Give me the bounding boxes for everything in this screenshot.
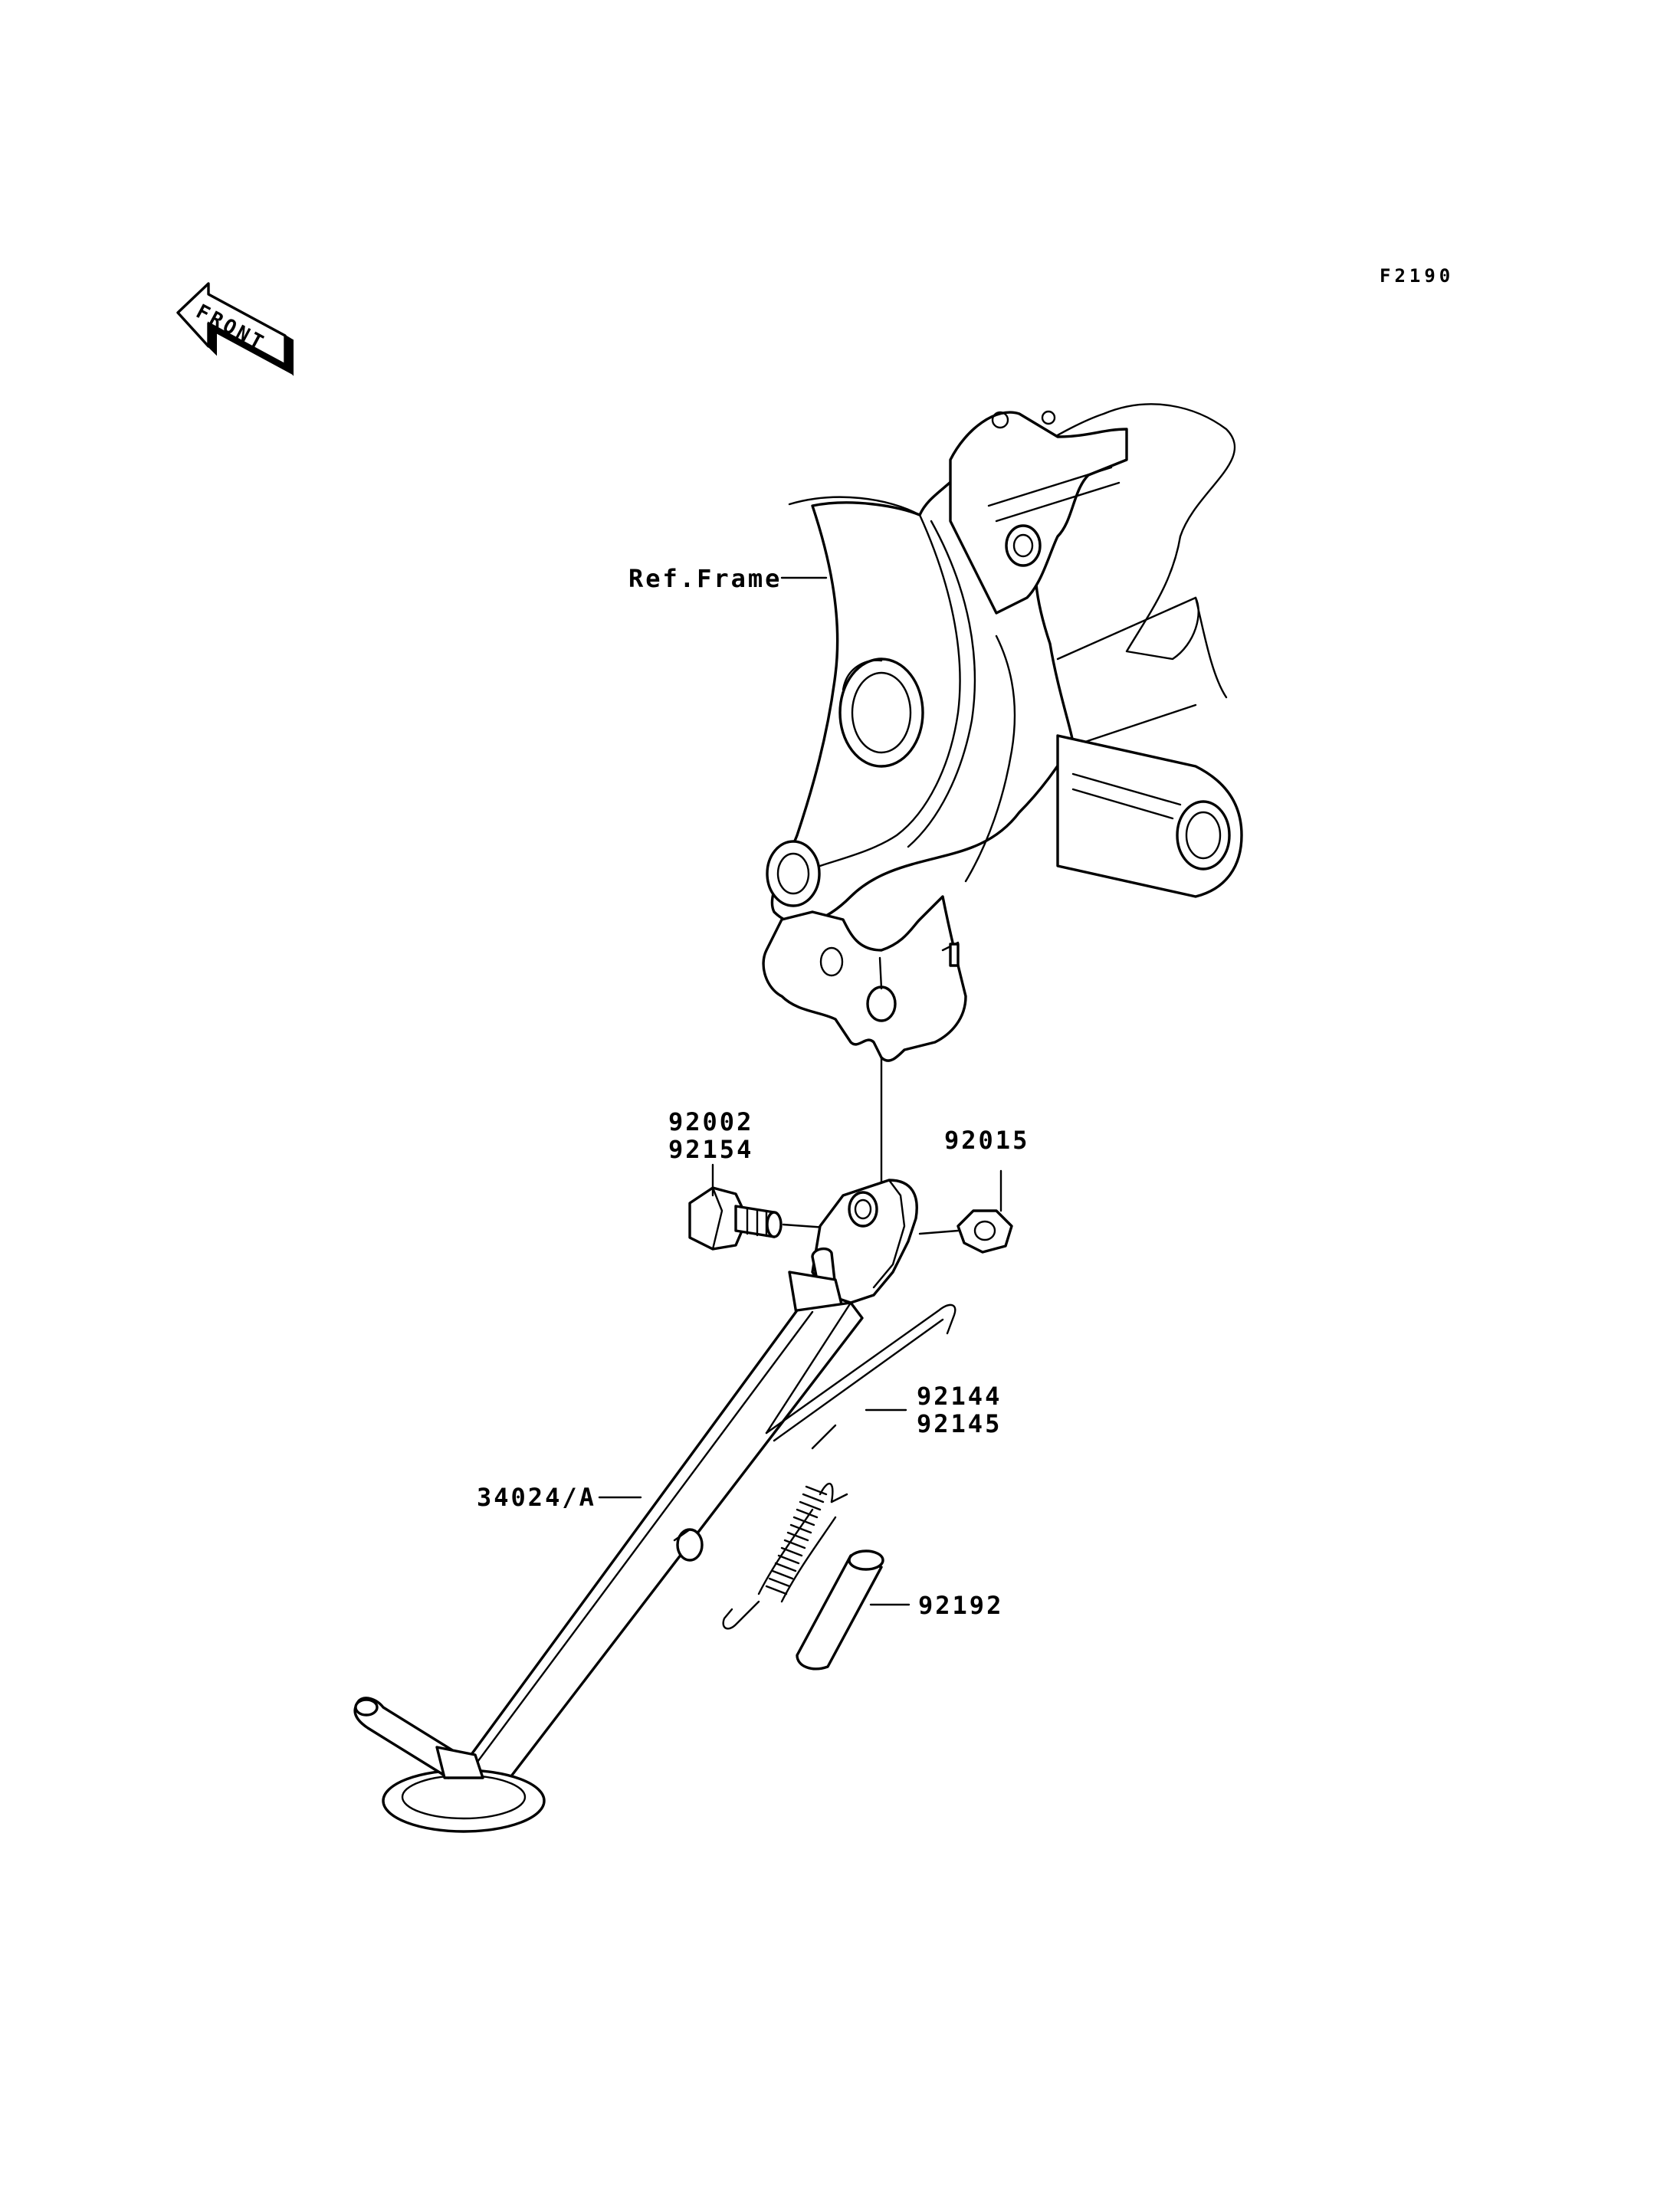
spring-part-number-2: 92145 (917, 1409, 1002, 1438)
collar-part-number: 92192 (918, 1591, 1004, 1620)
spring-coil (722, 1483, 848, 1630)
collar-part (796, 1549, 884, 1671)
ref-frame-label: Ref.Frame (628, 564, 783, 593)
bolt-part-number: 92002 92154 (668, 1108, 753, 1163)
nut-part (918, 1209, 1013, 1254)
bolt-part-number-1: 92002 (668, 1107, 754, 1136)
spring-part (722, 1303, 956, 1630)
side-stand-part (353, 1179, 918, 1833)
ref-frame-drawing (762, 403, 1243, 1062)
bolt-part (688, 1186, 860, 1251)
bolt-part-number-2: 92154 (668, 1135, 754, 1164)
spring-part-number-1: 92144 (917, 1382, 1002, 1411)
leader-lines (598, 576, 1002, 1606)
spring-part-number: 92144 92145 (917, 1382, 1002, 1438)
stand-part-number: 34024/A (477, 1483, 596, 1512)
front-arrow-icon: FRONT (176, 282, 294, 376)
nut-part-number: 92015 (944, 1126, 1030, 1155)
diagram-code: F2190 (1380, 265, 1455, 287)
